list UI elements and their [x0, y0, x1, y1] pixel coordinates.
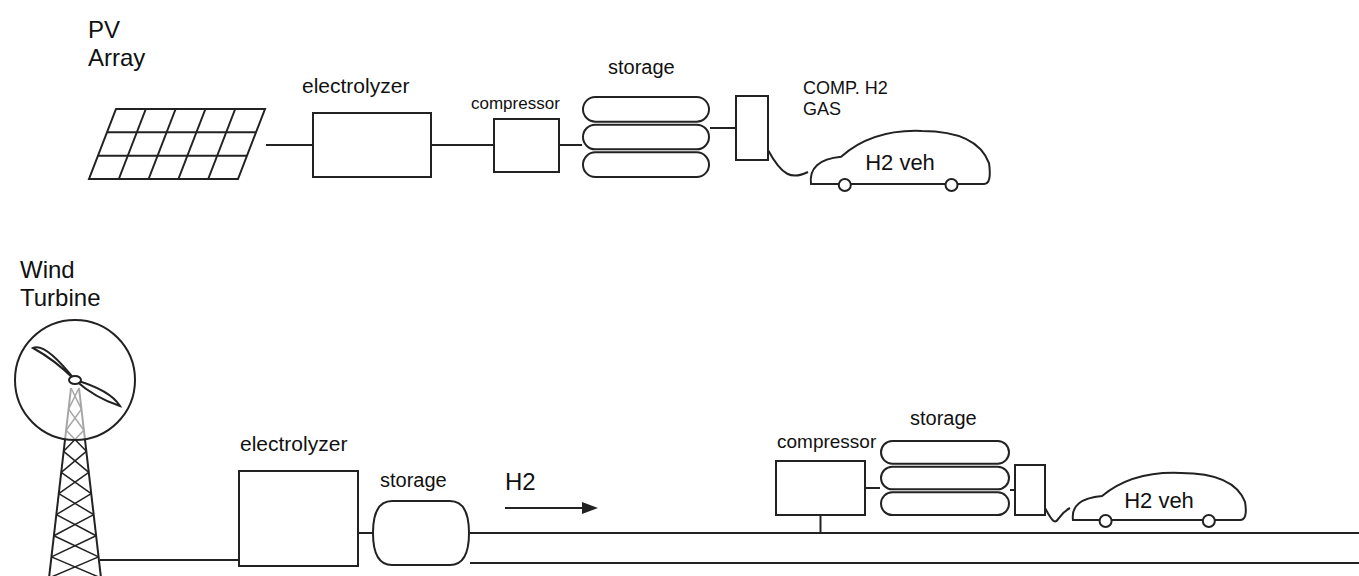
- flow-arrow: [505, 507, 588, 509]
- fuel-note: COMP. H2 GAS: [803, 78, 898, 119]
- node-label: PV Array: [88, 16, 168, 71]
- hydrogen-vehicle: H2 veh: [1070, 470, 1248, 528]
- pipeline-wall: [470, 532, 1359, 534]
- panel-grid: [208, 109, 235, 179]
- node-label: electrolyzer: [302, 74, 409, 98]
- hydrogen-vehicle: H2 veh: [808, 128, 992, 192]
- storage-tank-outline: [373, 501, 469, 565]
- electrolyzer-box: electrolyzer: [312, 112, 432, 178]
- connector: [359, 533, 372, 534]
- storage-cylinder: [881, 492, 1009, 515]
- tower-brace: [61, 472, 91, 493]
- dispenser-box: [736, 96, 768, 160]
- tower-brace: [56, 515, 96, 536]
- panel-grid: [107, 131, 256, 133]
- panel-outline: [88, 108, 266, 180]
- turbine-blade: [33, 347, 75, 380]
- tower-brace: [54, 536, 99, 557]
- storage-cylinder: [583, 152, 709, 177]
- connector-line: [359, 532, 372, 534]
- storage-tanks: storage: [582, 96, 710, 178]
- panel-grid: [98, 155, 247, 157]
- tanks-outline: [880, 440, 1010, 516]
- flow-label: H2: [505, 468, 536, 496]
- tower-brace: [61, 451, 86, 472]
- storage-cylinder: [881, 441, 1009, 464]
- connector-line: [560, 144, 582, 146]
- node-label: H2 veh: [1070, 488, 1248, 513]
- node-label: storage: [608, 56, 675, 79]
- car-wheel: [946, 179, 958, 191]
- storage-cylinder: [583, 97, 709, 122]
- connector-line: [470, 516, 821, 533]
- tower-brace: [56, 494, 91, 515]
- tower-brace: [64, 451, 89, 472]
- panel-frame: [89, 109, 265, 179]
- storage-cylinder: [881, 467, 1009, 490]
- connector: [432, 145, 493, 146]
- compressor-box: compressor: [775, 460, 866, 516]
- connector: [866, 488, 880, 489]
- pipeline-wall: [470, 562, 1359, 564]
- connector: [266, 145, 312, 146]
- connector-line: [266, 144, 312, 146]
- connector: [560, 145, 582, 146]
- storage-tank: storage: [372, 500, 470, 566]
- node-label: H2 veh: [808, 150, 992, 175]
- node-label: electrolyzer: [240, 432, 347, 456]
- connector: [470, 516, 821, 533]
- turbine-hub: [69, 376, 81, 384]
- turbine-outline: [13, 318, 141, 576]
- turbine-blade: [75, 380, 120, 406]
- dispenser-box: [1015, 465, 1045, 515]
- node-label: compressor: [777, 431, 876, 453]
- pv-array: PV Array: [88, 108, 266, 180]
- tower-brace: [49, 557, 99, 576]
- node-label: storage: [910, 407, 977, 430]
- flow-arrowhead: [582, 502, 598, 514]
- connector-line: [866, 487, 880, 489]
- node-label: storage: [380, 469, 447, 492]
- electrolyzer-box: electrolyzer: [238, 470, 359, 567]
- car-wheel: [1100, 515, 1112, 527]
- tower-brace: [51, 536, 96, 557]
- storage-tanks: storage: [880, 440, 1010, 516]
- wind-turbine: Wind Turbine: [13, 318, 141, 576]
- car-wheel: [839, 179, 851, 191]
- panel-grid: [119, 109, 146, 179]
- oval-outline: [372, 500, 470, 566]
- tower-brace: [54, 515, 94, 536]
- car-wheel: [1203, 515, 1215, 527]
- compressor-box: compressor: [493, 118, 560, 173]
- node-label: Wind Turbine: [20, 256, 140, 311]
- node-label: compressor: [471, 94, 560, 114]
- storage-cylinder: [583, 125, 709, 150]
- connector: [141, 560, 238, 561]
- connector-line: [141, 559, 238, 561]
- tower-brace: [59, 494, 94, 515]
- panel-grid: [149, 109, 176, 179]
- tanks-outline: [582, 96, 710, 178]
- wire: [100, 559, 141, 561]
- panel-grid: [178, 109, 205, 179]
- connector-line: [432, 144, 493, 146]
- rotor-circle: [15, 320, 135, 440]
- tower-brace: [59, 472, 89, 493]
